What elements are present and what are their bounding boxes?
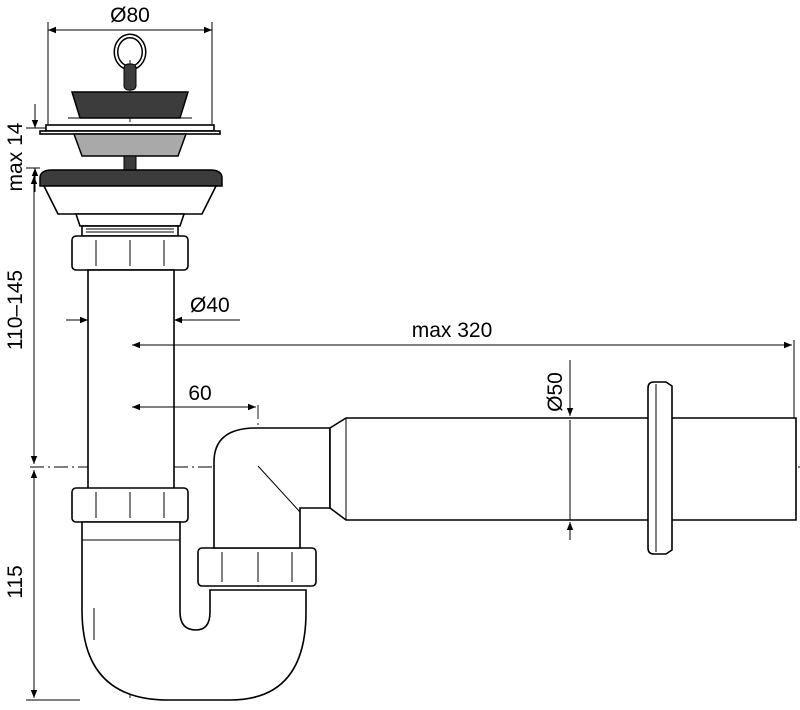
dimension-trap-offset: 60	[132, 382, 256, 411]
strainer-height-label: max 14	[4, 122, 27, 191]
strainer-basket	[39, 124, 221, 171]
tailpiece-tube	[87, 269, 175, 491]
trap-side-nut	[197, 547, 317, 587]
trap-offset-label: 60	[188, 382, 211, 405]
trap-depth-label: 115	[4, 565, 27, 598]
upper-nut	[71, 235, 189, 271]
dimension-trap-depth: 115	[4, 470, 80, 701]
tube-diameter-label: Ø40	[190, 294, 230, 317]
dimension-outlet-length: max 320	[132, 319, 795, 418]
dimension-outlet-diameter: Ø50	[544, 360, 574, 540]
wall-rosette	[647, 381, 673, 555]
strainer-diameter-label: Ø80	[110, 4, 150, 27]
strainer-plug	[68, 33, 192, 119]
lower-nut	[71, 487, 189, 523]
dimension-strainer-diameter: Ø80	[47, 4, 213, 124]
outlet-diameter-label: Ø50	[544, 372, 567, 412]
outlet-length-label: max 320	[412, 319, 493, 342]
tailpiece-length-label: 110–145	[4, 270, 27, 350]
outlet-pipe	[329, 417, 797, 521]
outlet-elbow	[213, 427, 331, 549]
dimension-tailpiece-length: 110–145	[4, 176, 38, 464]
dimension-tube-diameter: Ø40	[66, 294, 240, 324]
sink-outlet	[39, 169, 223, 237]
trap-u-bend	[81, 521, 307, 701]
